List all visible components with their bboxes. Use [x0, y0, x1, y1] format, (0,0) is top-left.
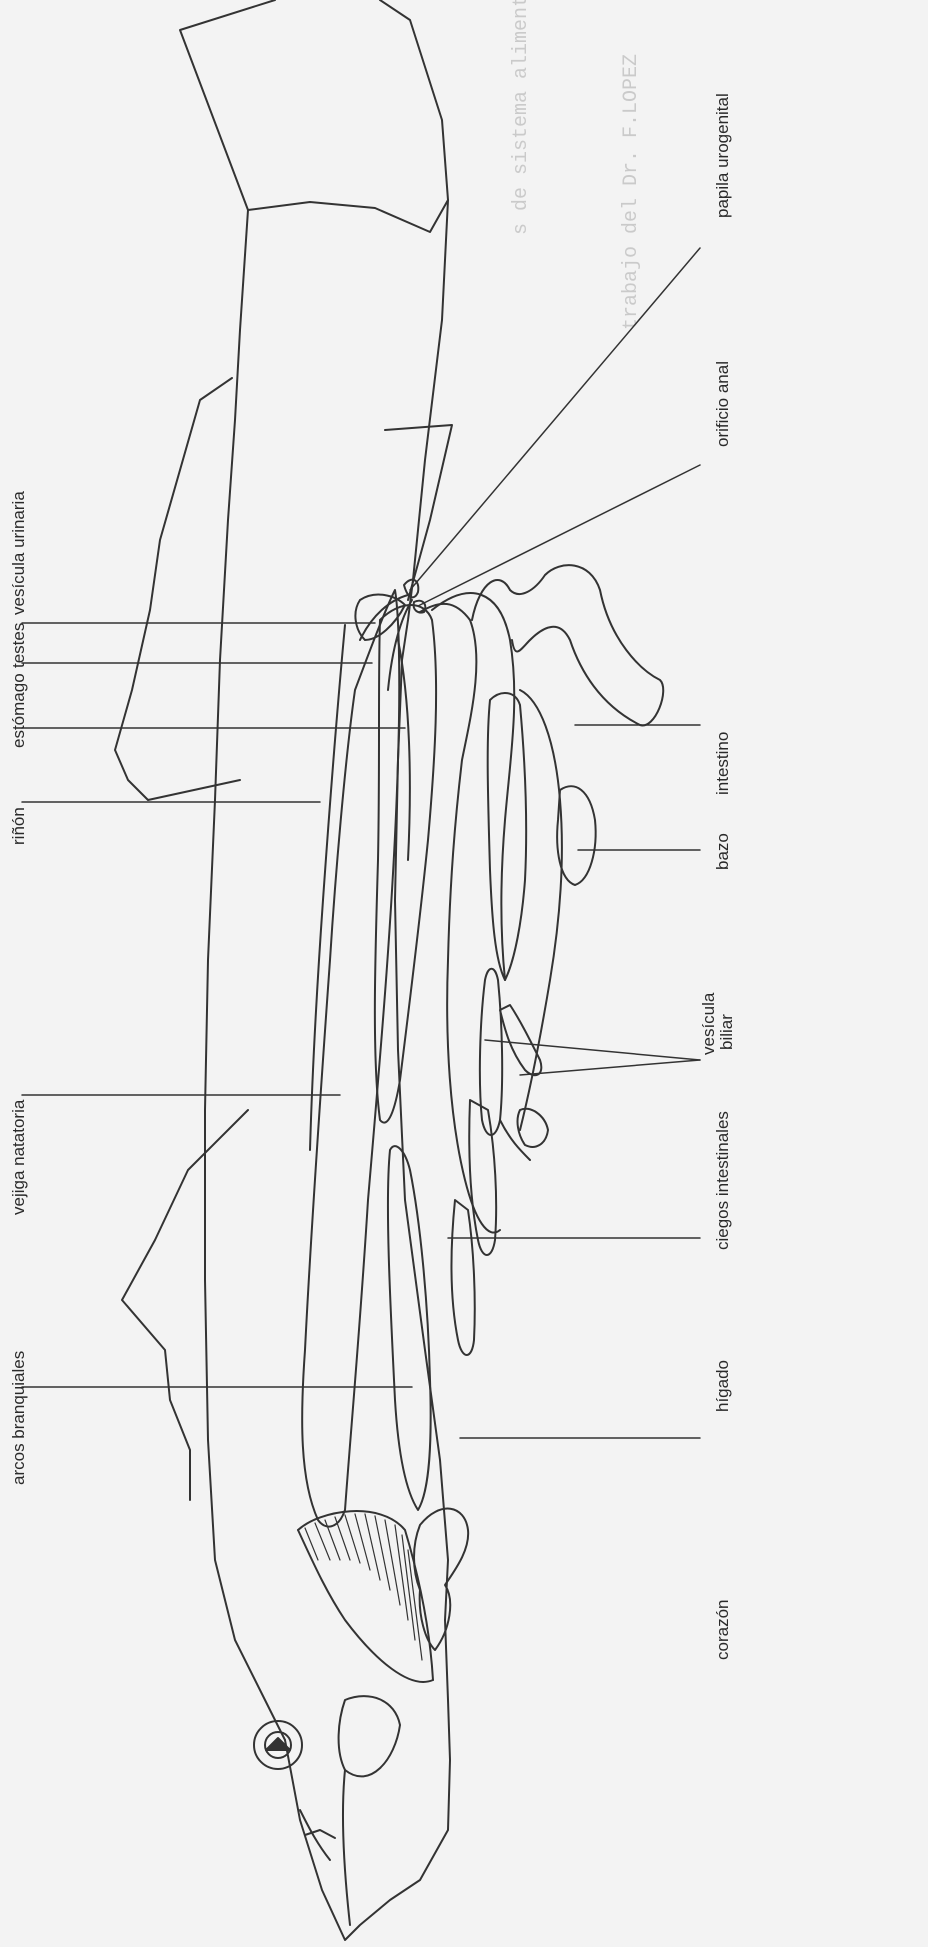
label-rinon: riñón — [10, 807, 27, 845]
head-outline — [285, 1620, 450, 1940]
liver — [388, 1146, 431, 1510]
intestine-hook — [472, 565, 663, 725]
leader-lines — [22, 248, 700, 1438]
label-orificio-anal: orificio anal — [714, 361, 731, 447]
spleen — [557, 786, 595, 885]
label-vesicula-biliar-1: vesícula — [700, 993, 717, 1055]
label-vesicula-biliar-2: biliar — [718, 1014, 735, 1050]
intestine-loop-1 — [420, 604, 500, 1233]
dorsal-fin-spiny — [122, 1110, 248, 1500]
intestine-loop-2 — [432, 593, 514, 980]
anal-fin — [385, 425, 452, 600]
operculum — [339, 1696, 400, 1776]
heart — [414, 1509, 468, 1650]
label-higado: hígado — [714, 1360, 731, 1412]
body-outline-ventral — [395, 200, 448, 1620]
jaw-line — [343, 1770, 350, 1925]
label-testes: testes — [10, 623, 27, 668]
swim-bladder — [302, 590, 399, 1527]
body-outline-dorsal — [205, 210, 285, 1740]
label-estomago: estómago — [10, 673, 27, 748]
label-bazo: bazo — [714, 833, 731, 870]
label-ciegos-intestinales: ciegos intestinales — [714, 1111, 731, 1250]
label-vejiga-natatoria: vejiga natatoria — [10, 1100, 27, 1215]
dorsal-fin-soft — [115, 378, 240, 800]
gill-arch-outer — [298, 1511, 433, 1680]
gall-bladder — [518, 1109, 548, 1147]
label-vesicula-urinaria: vesícula urinaria — [10, 491, 27, 615]
label-intestino: intestino — [714, 732, 731, 795]
caudal-fin — [180, 0, 448, 232]
kidney — [310, 625, 345, 1150]
gill-filaments — [305, 1514, 422, 1660]
label-arcos-branquiales: arcos branquiales — [10, 1351, 27, 1485]
label-corazon: corazón — [714, 1600, 731, 1660]
label-papila-urogenital: papila urogenital — [714, 93, 731, 218]
pyloric-caeca — [452, 969, 542, 1355]
mouth — [300, 1810, 335, 1860]
intestine-inner-loop — [488, 693, 527, 980]
